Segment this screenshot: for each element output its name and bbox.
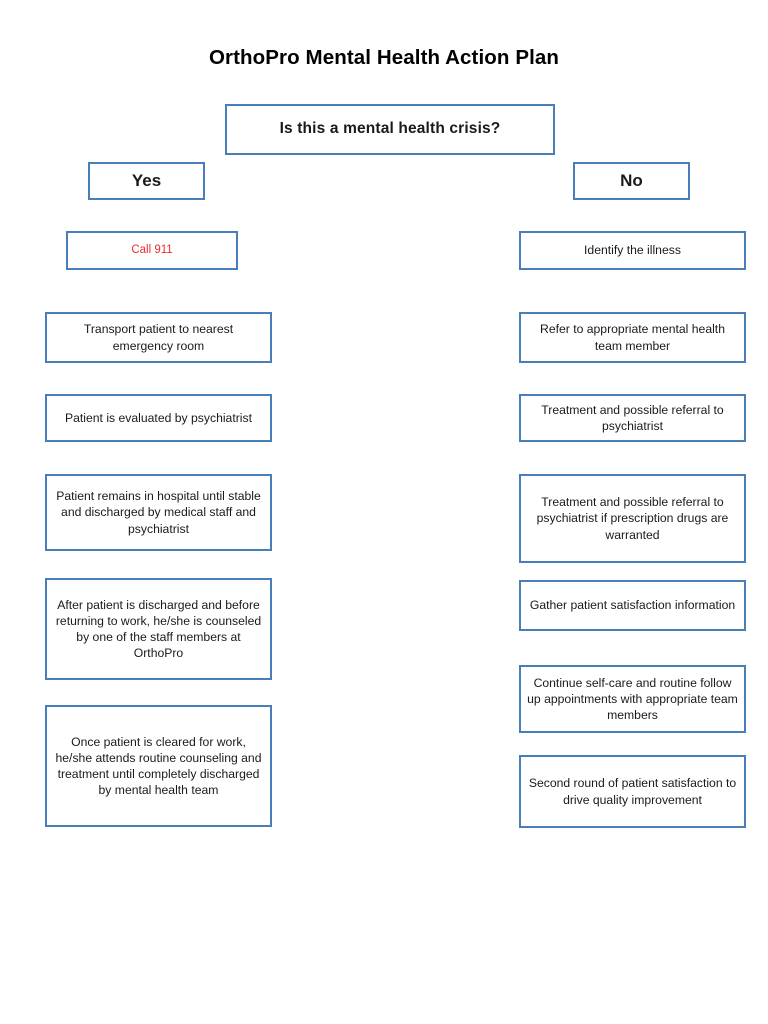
node-identify-illness[interactable]: Identify the illness <box>519 231 746 270</box>
node-call-911[interactable]: Call 911 <box>66 231 238 270</box>
node-identify-illness-label: Identify the illness <box>584 243 681 258</box>
branch-node-yes[interactable]: Yes <box>88 162 205 200</box>
node-gather-satisfaction[interactable]: Gather patient satisfaction information <box>519 580 746 631</box>
decision-node-mental-health-crisis[interactable]: Is this a mental health crisis? <box>225 104 555 155</box>
node-patient-evaluated-label: Patient is evaluated by psychiatrist <box>65 410 252 425</box>
branch-node-no-label: No <box>620 170 643 190</box>
node-patient-evaluated[interactable]: Patient is evaluated by psychiatrist <box>45 394 272 442</box>
node-treatment-referral-label: Treatment and possible referral to psych… <box>541 402 724 433</box>
node-continue-self-care-label: Continue self-care and routine follow up… <box>527 675 738 723</box>
branch-node-yes-label: Yes <box>131 170 162 190</box>
node-treatment-referral-prescription-label: Treatment and possible referral to psych… <box>536 495 729 542</box>
node-refer-to-team-member-label: Refer to appropriate mental health team … <box>540 322 725 353</box>
node-patient-remains-in-hospital-label: Patient remains in hospital until stable… <box>56 489 261 536</box>
node-transport-patient[interactable]: Transport patient to nearest emergency r… <box>45 312 272 363</box>
node-call-911-label: Call 911 <box>131 243 173 256</box>
node-gather-satisfaction-label: Gather patient satisfaction information <box>529 598 736 613</box>
node-treatment-referral[interactable]: Treatment and possible referral to psych… <box>519 394 746 442</box>
node-refer-to-team-member[interactable]: Refer to appropriate mental health team … <box>519 312 746 363</box>
decision-node-label: Is this a mental health crisis? <box>279 120 501 138</box>
node-counseled-before-return-to-work-label: After patient is discharged and before r… <box>55 597 262 661</box>
node-second-round-satisfaction-label: Second round of patient satisfaction to … <box>528 776 737 807</box>
node-treatment-referral-prescription[interactable]: Treatment and possible referral to psych… <box>519 474 746 563</box>
node-patient-remains-in-hospital[interactable]: Patient remains in hospital until stable… <box>45 474 272 551</box>
node-counseled-before-return-to-work[interactable]: After patient is discharged and before r… <box>45 578 272 680</box>
page-title: OrthoPro Mental Health Action Plan <box>208 46 560 69</box>
node-routine-counseling-until-discharged-label: Once patient is cleared for work, he/she… <box>55 734 262 798</box>
branch-node-no[interactable]: No <box>573 162 690 200</box>
node-routine-counseling-until-discharged[interactable]: Once patient is cleared for work, he/she… <box>45 705 272 827</box>
node-transport-patient-label: Transport patient to nearest emergency r… <box>83 322 234 353</box>
node-continue-self-care[interactable]: Continue self-care and routine follow up… <box>519 665 746 733</box>
node-second-round-satisfaction[interactable]: Second round of patient satisfaction to … <box>519 755 746 828</box>
